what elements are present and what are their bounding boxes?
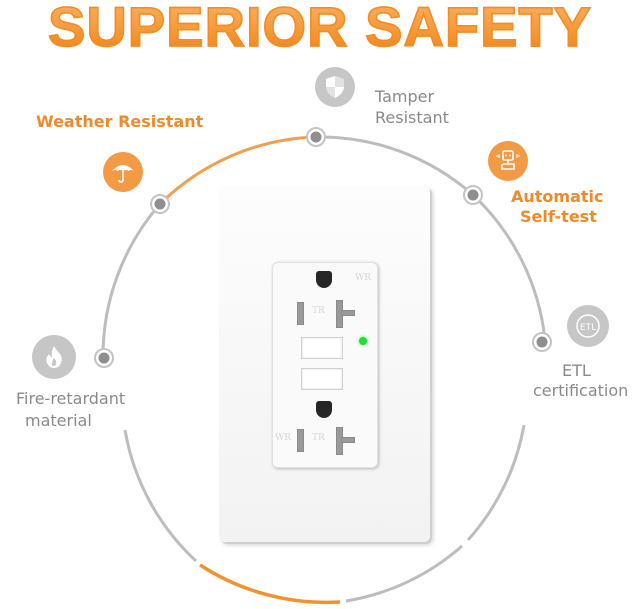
flame-icon <box>32 335 76 379</box>
status-indicator-led <box>359 337 367 345</box>
feature-label-tamper-line1: Tamper <box>375 87 435 106</box>
wr-mark: WR <box>355 273 372 283</box>
feature-label-weather: Weather Resistant <box>36 112 204 131</box>
umbrella-icon <box>103 152 143 192</box>
ground-hole-bottom <box>316 401 332 418</box>
svg-text:ETL: ETL <box>580 323 596 333</box>
etl-logo-icon: ETL <box>567 305 609 347</box>
feature-label-selftest-line2: Self-test <box>520 207 597 226</box>
ring-node-selftest <box>463 185 483 205</box>
tr-mark-bottom: TR <box>312 433 325 443</box>
neutral-slot-top <box>297 302 304 325</box>
hot-slot-top-t <box>341 310 355 316</box>
shield-icon <box>315 67 355 107</box>
feature-label-fire-line1: Fire-retardant <box>16 389 126 408</box>
ring-node-tamper <box>306 127 326 147</box>
wr-mark-bottom: WR <box>275 433 292 443</box>
ground-hole-top <box>316 271 332 288</box>
page-title: SUPERIOR SAFETY <box>0 0 640 59</box>
reset-button[interactable] <box>301 368 343 390</box>
feature-label-selftest-line1: Automatic <box>511 187 604 206</box>
tr-mark: TR <box>312 306 325 316</box>
feature-label-fire-line2: material <box>25 411 92 430</box>
ring-node-fire <box>94 348 114 368</box>
hot-slot-bottom-t <box>341 437 355 443</box>
feature-label-etl-line2: certification <box>533 381 629 400</box>
neutral-slot-bottom <box>297 429 304 452</box>
ring-node-weather <box>150 194 170 214</box>
ring-node-etl <box>532 332 552 352</box>
test-button[interactable] <box>301 337 343 359</box>
feature-label-tamper-line2: Resistant <box>375 108 449 127</box>
robot-icon <box>488 141 528 181</box>
gfci-receptacle: WR TR WR TR <box>272 262 378 468</box>
feature-label-etl-line1: ETL <box>562 361 591 380</box>
